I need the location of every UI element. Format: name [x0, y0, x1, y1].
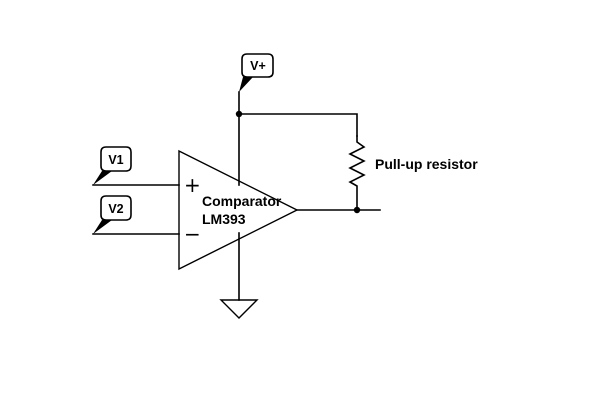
- supply-junction-dot: [235, 110, 243, 118]
- v1-label-text: V1: [108, 153, 123, 167]
- supply-rail-wire: [238, 113, 358, 137]
- ground-symbol: [219, 299, 259, 319]
- vplus-net-label: V+: [239, 53, 274, 92]
- v2-net-label: V2: [93, 195, 132, 234]
- inverting-input-symbol: −: [184, 222, 201, 246]
- pullup-resistor-symbol: [348, 135, 366, 211]
- output-junction-dot: [353, 206, 361, 214]
- comparator-part-number: LM393: [202, 211, 246, 227]
- v2-label-text: V2: [108, 202, 123, 216]
- comparator-triangle: [178, 149, 299, 271]
- vplus-label-text: V+: [250, 59, 266, 73]
- noninverting-input-symbol: +: [184, 173, 201, 197]
- comparator-name: Comparator: [202, 193, 282, 209]
- pullup-resistor-label: Pull-up resistor: [375, 156, 478, 172]
- v1-net-label: V1: [93, 146, 132, 185]
